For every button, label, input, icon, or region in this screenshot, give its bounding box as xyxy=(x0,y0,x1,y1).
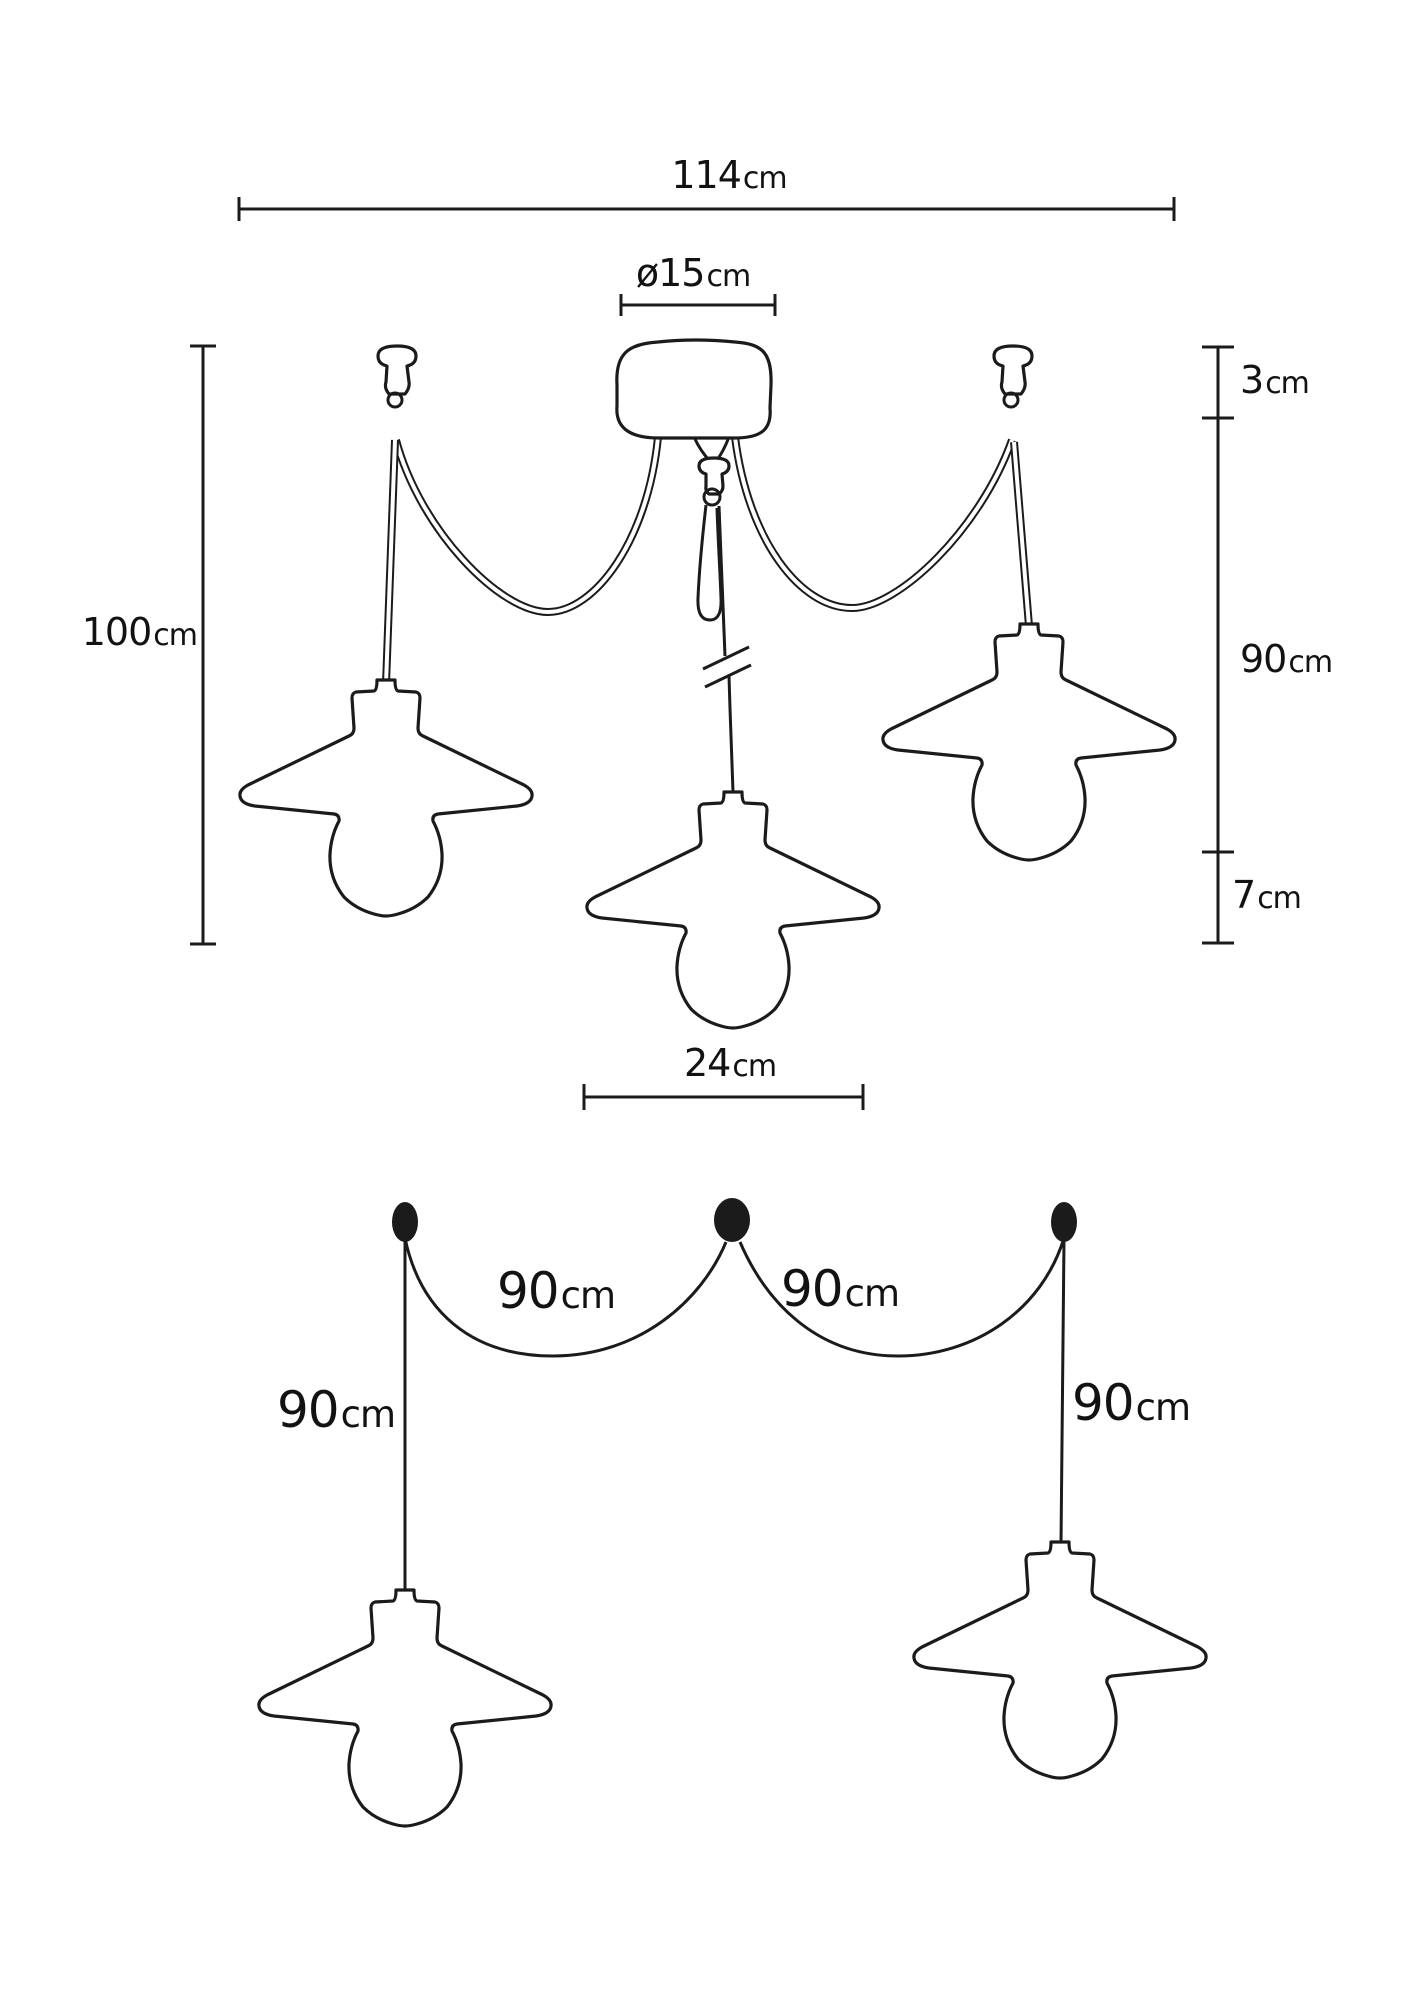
ceiling-hook-right xyxy=(992,344,1034,409)
pendant-lamp-center xyxy=(585,790,881,1030)
pendant-lamp-left xyxy=(238,678,534,918)
canopy xyxy=(615,338,773,440)
anchor-dot-right xyxy=(1051,1202,1077,1242)
dimension-canopy-diameter xyxy=(619,294,777,316)
front-view xyxy=(190,197,1234,1110)
cable-arc-left xyxy=(403,1237,728,1358)
dimension-total-height xyxy=(190,344,216,946)
label-cable-drop: 90cm xyxy=(1240,637,1333,682)
cable-drop-right xyxy=(1010,441,1033,627)
cable-arc-right xyxy=(738,1237,1066,1358)
anchor-dot-left xyxy=(392,1202,418,1242)
cable-vertical-right xyxy=(1059,1239,1066,1545)
label-total-width: 114cm xyxy=(671,153,787,198)
dimension-total-width xyxy=(237,197,1176,221)
pendant-lamp-bottom-left xyxy=(257,1588,553,1828)
label-canopy-height: 3cm xyxy=(1240,358,1310,403)
dimension-shade-diameter xyxy=(582,1084,865,1110)
label-arc-right: 90cm xyxy=(780,1260,900,1318)
cable-drop-left xyxy=(382,439,399,685)
pendant-lamp-bottom-right xyxy=(912,1540,1208,1780)
label-arc-left: 90cm xyxy=(496,1262,616,1320)
label-drop-right: 90cm xyxy=(1072,1374,1191,1432)
cord-curl xyxy=(702,487,722,507)
cable-sag-left xyxy=(392,436,662,617)
cable-break-symbol xyxy=(702,645,752,689)
cable-sag-right xyxy=(731,436,1016,613)
ceiling-hook-left xyxy=(376,344,418,409)
label-bulb-overhang: 7cm xyxy=(1232,873,1302,918)
label-total-height: 100cm xyxy=(81,610,198,655)
cord-loop xyxy=(696,504,723,622)
label-canopy-diameter: ø15cm xyxy=(635,251,751,296)
dimension-right-stack xyxy=(1202,345,1234,945)
center-suspension xyxy=(696,456,752,793)
label-shade-diameter: 24cm xyxy=(683,1041,777,1086)
label-drop-left: 90cm xyxy=(276,1381,396,1439)
anchor-dot-center xyxy=(714,1198,750,1242)
pendant-lamp-right xyxy=(881,622,1177,862)
cable-length-view xyxy=(257,1198,1208,1828)
cable-drop-center xyxy=(717,505,735,793)
